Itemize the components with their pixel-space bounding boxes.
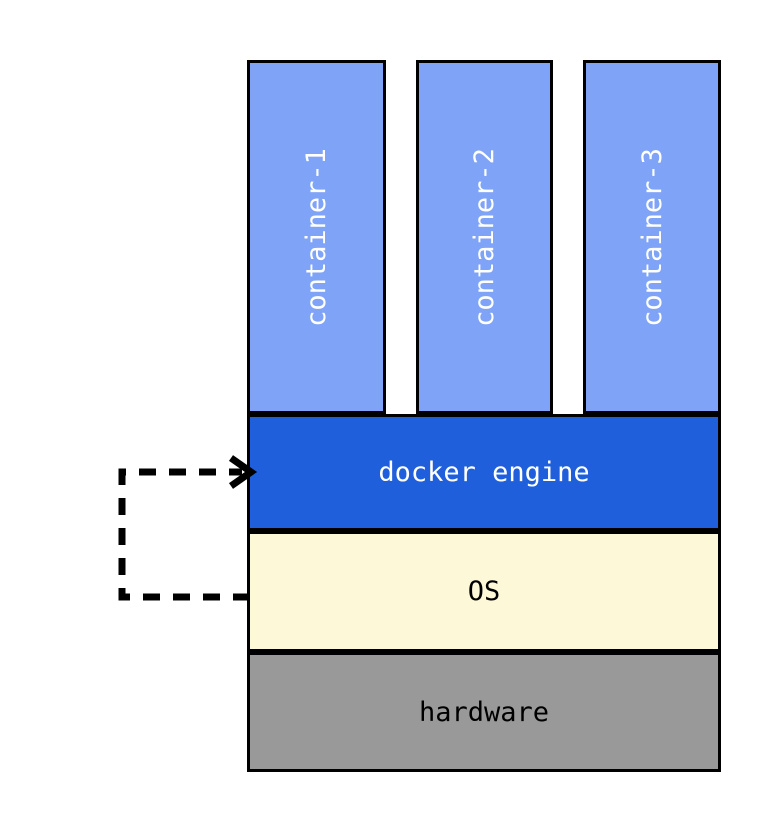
container-box-3: container-3 [583,60,721,414]
virtualization-ifaces-arrow [118,455,258,601]
docker-engine-label: docker engine [378,457,590,488]
arrow-dashed-path [118,468,250,601]
hardware-label: hardware [418,696,550,728]
container-box-1: container-1 [247,60,386,414]
arrow-head-icon [228,455,258,489]
container-box-2: container-2 [416,60,553,414]
docker-engine-band: docker engine [247,414,721,531]
container-1-label: container-1 [301,147,332,327]
hardware-band: hardware [247,652,721,772]
container-3-label: container-3 [636,147,668,327]
container-2-label: container-2 [469,147,500,327]
os-band: OS [247,531,721,652]
os-label: OS [467,576,501,607]
